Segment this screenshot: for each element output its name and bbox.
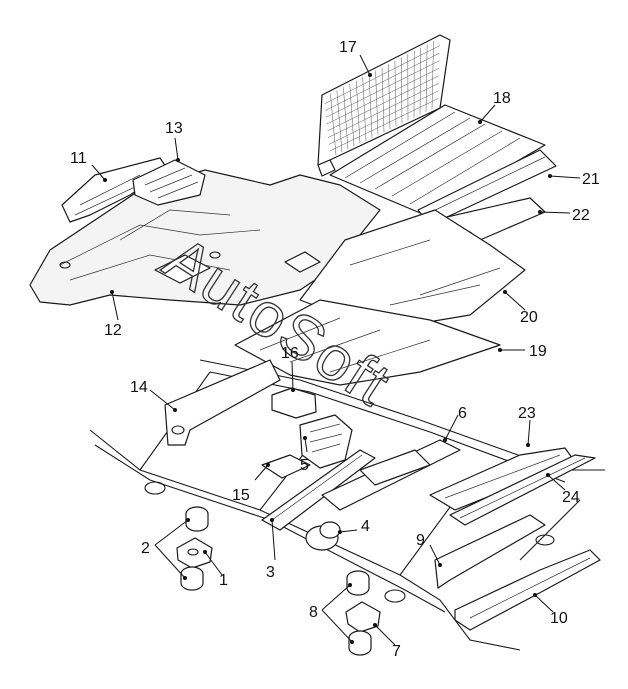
- part-18-rear-floor: [329, 104, 546, 216]
- callout-21: 21: [582, 171, 600, 188]
- part-3-rail: [261, 449, 376, 531]
- part-4-bushing: [305, 521, 341, 551]
- callout-4: 4: [361, 518, 370, 535]
- callout-6: 6: [458, 405, 467, 422]
- callout-18: 18: [493, 90, 511, 107]
- part-7-bracket: [345, 601, 381, 633]
- callout-15: 15: [232, 487, 250, 504]
- part-12-main-floor: [29, 169, 381, 306]
- callout-7: 7: [392, 643, 401, 660]
- callout-22: 22: [572, 207, 590, 224]
- part-2-mount-upper: [185, 506, 209, 532]
- part-19-floor-plate: [234, 299, 501, 386]
- callout-8: 8: [309, 604, 318, 621]
- part-14-side-rail: [164, 359, 281, 446]
- callout-1: 1: [219, 572, 228, 589]
- callout-11: 11: [70, 150, 87, 167]
- callout-19: 19: [529, 343, 547, 360]
- part-16-bracket: [271, 387, 317, 419]
- callout-5: 5: [300, 457, 309, 474]
- part-6-crossmember: [321, 439, 461, 511]
- part-9-crossmember: [434, 514, 546, 589]
- part-8-mount-upper: [346, 570, 370, 596]
- part-8-mount-lower: [348, 630, 372, 656]
- callout-9: 9: [416, 532, 425, 549]
- callout-10: 10: [550, 610, 568, 627]
- callout-16: 16: [281, 345, 299, 362]
- part-1-bracket: [176, 537, 213, 569]
- part-13-tray: [132, 159, 206, 206]
- callout-20: 20: [520, 309, 538, 326]
- callout-labels: 1 2 3 4 5 6 7 8 9 10 11 12 13 14 15 16 1…: [70, 39, 600, 660]
- callout-2: 2: [141, 540, 150, 557]
- callout-12: 12: [104, 322, 122, 339]
- callout-14: 14: [130, 379, 148, 396]
- part-23-sill: [429, 447, 576, 511]
- callout-24: 24: [562, 489, 580, 506]
- part-24-sill: [449, 454, 596, 526]
- callout-17: 17: [339, 39, 357, 56]
- part-10-crossmember: [454, 549, 601, 631]
- callout-23: 23: [518, 405, 536, 422]
- callout-13: 13: [165, 120, 183, 137]
- part-15-plate: [261, 454, 311, 479]
- leader-lines: [91, 54, 581, 646]
- callout-3: 3: [266, 564, 275, 581]
